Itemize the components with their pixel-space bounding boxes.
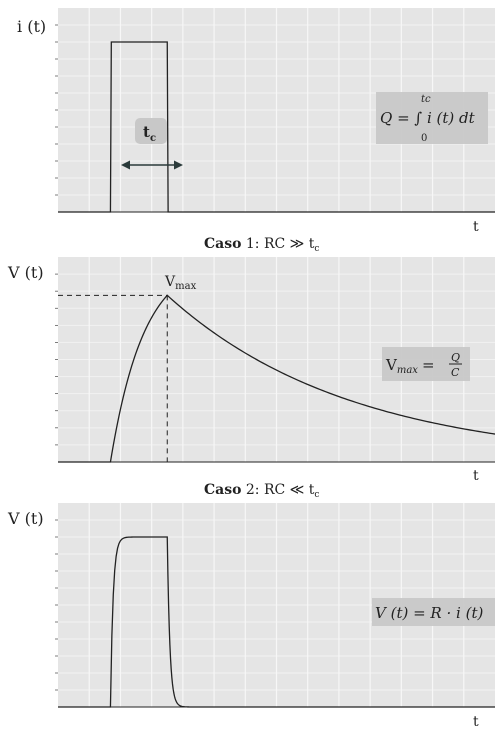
- panel2-title-sub: c: [314, 244, 319, 254]
- vt-formula-box: [372, 598, 495, 626]
- tc-label-main: t: [143, 123, 150, 141]
- panel1-ylabel: i (t): [17, 17, 46, 36]
- panel2-title-bold: Caso: [204, 236, 241, 252]
- vmax-formula-sub: max: [397, 365, 418, 376]
- panel3-title-bold: Caso: [204, 482, 241, 498]
- charge-formula-box: [376, 92, 488, 144]
- vmax-formula-den: C: [451, 366, 460, 379]
- tc-label-sub: c: [150, 133, 156, 144]
- series-line: [58, 536, 495, 708]
- panel2-ylabel: V (t): [7, 263, 44, 282]
- panel2-title-text: 1: RC ≫ t: [241, 236, 314, 252]
- vmax-label-sub: max: [175, 281, 196, 292]
- tc-label-box: [135, 118, 167, 144]
- panel2-title: Caso 1: RC ≫ tc: [204, 236, 319, 254]
- vmax-formula-eq: =: [422, 356, 435, 374]
- series-line: [58, 41, 495, 213]
- charge-formula-lower: 0: [421, 133, 427, 144]
- panel3-title-sub: c: [314, 490, 319, 500]
- panel-case2: [55, 503, 495, 708]
- tc-label: tc: [143, 123, 156, 144]
- series-line: [58, 294, 495, 463]
- panel3-title-text: 2: RC ≪ t: [241, 482, 314, 498]
- panel3-xlabel: t: [473, 714, 479, 730]
- panel3-title: Caso 2: RC ≪ tc: [204, 482, 319, 500]
- vmax-label-main: V: [164, 274, 176, 290]
- tc-width-arrow: [121, 160, 183, 170]
- panel1-xlabel: t: [473, 219, 479, 235]
- panel2-xlabel: t: [473, 468, 479, 484]
- charge-formula-upper: tc: [421, 94, 431, 105]
- vt-formula: V (t) = R · i (t): [375, 604, 483, 622]
- vmax-label: Vmax: [164, 274, 197, 292]
- vmax-formula: Vmax =: [385, 356, 435, 376]
- panel3-ylabel: V (t): [7, 509, 44, 528]
- vmax-formula-num: Q: [451, 351, 460, 364]
- charge-formula: Q = ∫ i (t) dt: [380, 109, 476, 127]
- vmax-formula-lhs: V: [385, 356, 398, 374]
